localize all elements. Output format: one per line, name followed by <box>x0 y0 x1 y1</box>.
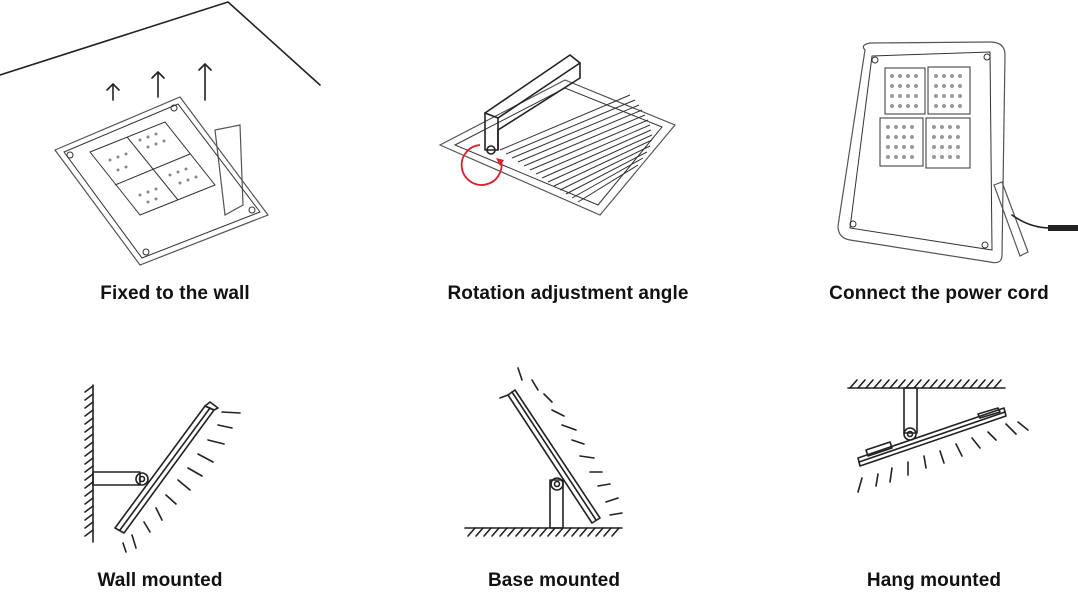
caption-rotation-adjustment: Rotation adjustment angle <box>447 283 689 304</box>
caption-wall-mounted: Wall mounted <box>97 570 223 591</box>
rotation-arrow-icon <box>460 144 504 186</box>
base-mounted-illustration: Base mounted <box>400 330 730 610</box>
fixed-to-wall-illustration: Fixed to the wall <box>0 0 330 304</box>
up-arrow-icon <box>198 63 212 101</box>
connect-power-illustration: Connect the power cord <box>780 0 1078 304</box>
wall-mounted-illustration: Wall mounted <box>0 330 330 610</box>
up-arrow-icon <box>106 83 120 101</box>
power-cord-icon <box>1011 214 1078 231</box>
rotation-adjustment-illustration: Rotation adjustment angle <box>400 0 730 304</box>
caption-base-mounted: Base mounted <box>487 570 621 591</box>
caption-fixed-to-wall: Fixed to the wall <box>100 283 250 304</box>
wall-outline <box>0 1 321 86</box>
caption-hang-mounted: Hang mounted <box>866 570 1002 591</box>
floodlight-body <box>54 96 269 266</box>
up-arrow-icon <box>151 71 165 98</box>
hang-mounted-illustration: Hang mounted <box>780 330 1078 610</box>
caption-connect-power: Connect the power cord <box>829 283 1049 304</box>
